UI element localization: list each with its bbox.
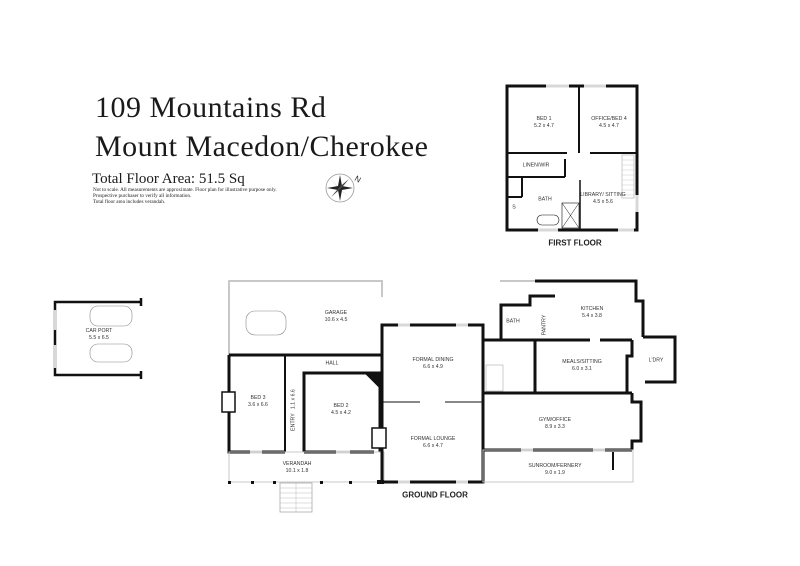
total-floor-area: Total Floor Area: 51.5 Sq [92, 171, 245, 187]
svg-text:N: N [353, 174, 363, 185]
ground-floor-label: GROUND FLOOR [402, 490, 468, 500]
room-laundry: L'DRY [648, 357, 664, 364]
room-hall: HALL [325, 360, 339, 367]
carport-plan [53, 298, 143, 379]
room-entry: ENTRY 1.1 x 6.6 [290, 389, 297, 431]
compass-rose-icon: N [325, 173, 363, 203]
disclaimer-line: Not to scale. All measurements are appro… [93, 187, 277, 193]
first-floor-label: FIRST FLOOR [548, 238, 602, 248]
first-floor-plan [505, 84, 639, 232]
room-linen-wir: LINEN/WIR [522, 162, 550, 169]
address-line1: 109 Mountains Rd [95, 91, 327, 124]
room-pantry: PANTRY [541, 314, 548, 336]
disclaimer-line: Total floor area includes verandah. [93, 199, 166, 205]
room-bath-ground: BATH [506, 318, 520, 325]
disclaimer-line: Prospective purchaser to verify all info… [93, 193, 192, 199]
ground-floor-plan [221, 279, 677, 513]
room-s: S [512, 204, 516, 211]
room-bath-upper: BATH [538, 196, 552, 203]
address-line2: Mount Macedon/Cherokee [95, 130, 429, 163]
